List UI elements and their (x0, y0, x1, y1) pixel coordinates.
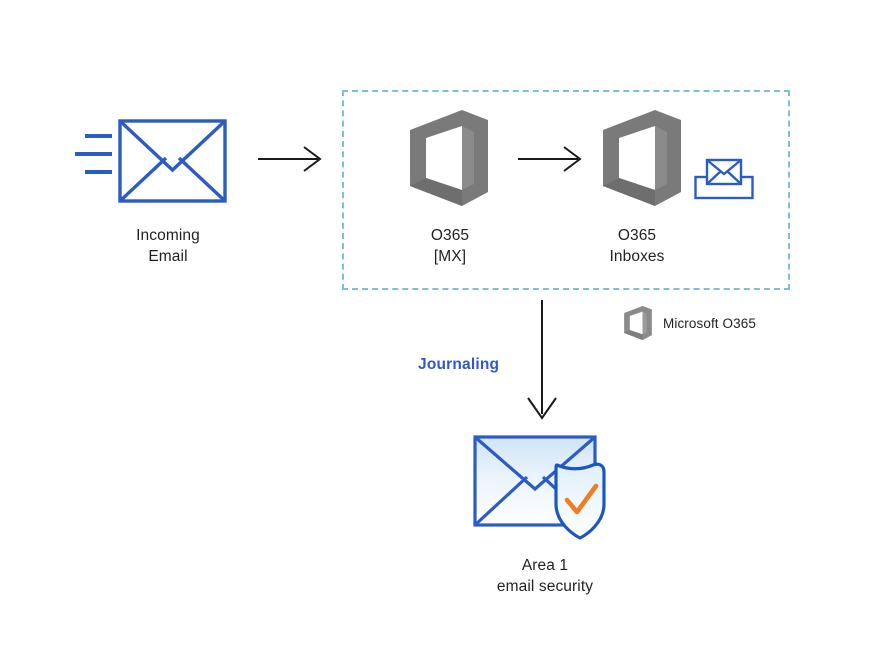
shield-check-icon (554, 462, 606, 540)
incoming-email-icon (70, 118, 270, 213)
o365-inboxes-caption: O365 Inboxes (585, 225, 689, 267)
area1-caption-line2: email security (496, 578, 594, 595)
o365-environment-boundary (342, 90, 790, 290)
o365-mx-icon (404, 108, 494, 208)
o365-mx-caption-line1: O365 (430, 227, 470, 244)
o365-mx-caption: O365 [MX] (400, 225, 500, 267)
area1-email-security-caption: Area 1 email security (455, 555, 635, 597)
arrow-incoming-to-mx-icon (258, 142, 324, 176)
legend-microsoft-o365: Microsoft O365 (622, 303, 802, 343)
legend-microsoft-o365-label: Microsoft O365 (663, 315, 756, 331)
microsoft-o365-box-icon (410, 110, 488, 206)
incoming-email-caption-line2: Email (148, 248, 188, 265)
o365-inboxes-caption-line2: Inboxes (609, 248, 665, 265)
o365-inboxes-caption-line1: O365 (617, 227, 657, 244)
arrow-mx-to-inbox-icon (518, 142, 584, 176)
envelope-in-tray-icon (694, 158, 754, 200)
journaling-label: Journaling (418, 356, 500, 373)
motion-lines-icon (75, 134, 112, 174)
o365-inboxes-icon (596, 108, 688, 208)
arrow-journaling-icon (520, 300, 564, 422)
incoming-email-caption-line1: Incoming (136, 227, 200, 244)
o365-mx-caption-line2: [MX] (433, 248, 467, 265)
area1-email-security-icon (470, 432, 630, 542)
inbox-envelope-icon (694, 158, 754, 200)
microsoft-o365-box-icon (603, 110, 681, 206)
area1-caption-line1: Area 1 (521, 557, 569, 574)
incoming-email-caption: Incoming Email (68, 225, 268, 267)
legend-microsoft-o365-icon (624, 305, 652, 341)
envelope-icon (118, 119, 227, 203)
